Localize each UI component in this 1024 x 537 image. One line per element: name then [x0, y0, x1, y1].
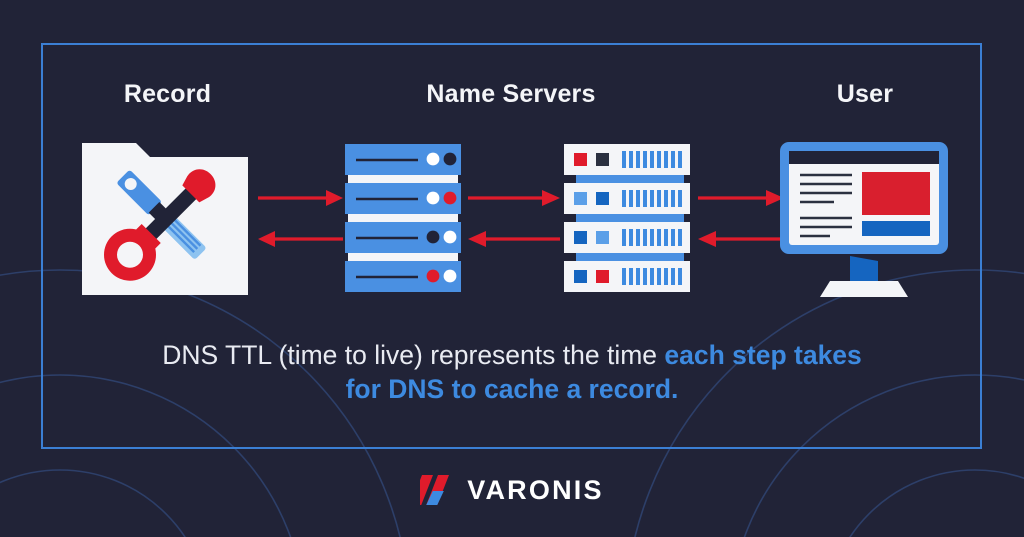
server-rack-white — [564, 144, 690, 292]
arrow-user-to-servers — [698, 231, 784, 247]
arrow-record-to-servers — [258, 190, 343, 206]
rack-unit — [564, 222, 690, 253]
rack-unit — [345, 144, 461, 175]
caption-text: DNS TTL (time to live) represents the ti… — [150, 338, 874, 406]
varonis-slash-icon — [420, 475, 450, 505]
varonis-wordmark: VARONIS — [467, 474, 604, 505]
arrow-pair-servers-user — [698, 190, 784, 247]
arrow-pair-record-servers — [258, 190, 343, 247]
rack-unit — [345, 222, 461, 253]
caption-plain: DNS TTL (time to live) represents the ti… — [162, 340, 665, 370]
column-title-servers: Name Servers — [426, 80, 596, 108]
rack-unit — [564, 144, 690, 175]
server-rack-blue — [345, 144, 461, 292]
rack-unit — [345, 261, 461, 292]
arrow-rack2-to-rack1 — [468, 231, 560, 247]
arrow-servers-to-record — [258, 231, 343, 247]
arrow-pair-rack1-rack2 — [468, 190, 560, 247]
rack-unit — [564, 261, 690, 292]
arrow-rack1-to-rack2 — [468, 190, 560, 206]
caption-highlight: each step takes for DNS to cache a recor… — [345, 340, 862, 404]
column-title-record: Record — [123, 80, 212, 108]
rack-unit — [345, 183, 461, 214]
column-title-user: User — [836, 80, 894, 108]
content-frame — [41, 43, 982, 449]
arrow-servers-to-user — [698, 190, 784, 206]
varonis-logo: VARONIS — [0, 470, 1024, 510]
desktop-monitor-icon — [780, 142, 948, 297]
folder-tools-icon — [82, 143, 248, 295]
rack-unit — [564, 183, 690, 214]
